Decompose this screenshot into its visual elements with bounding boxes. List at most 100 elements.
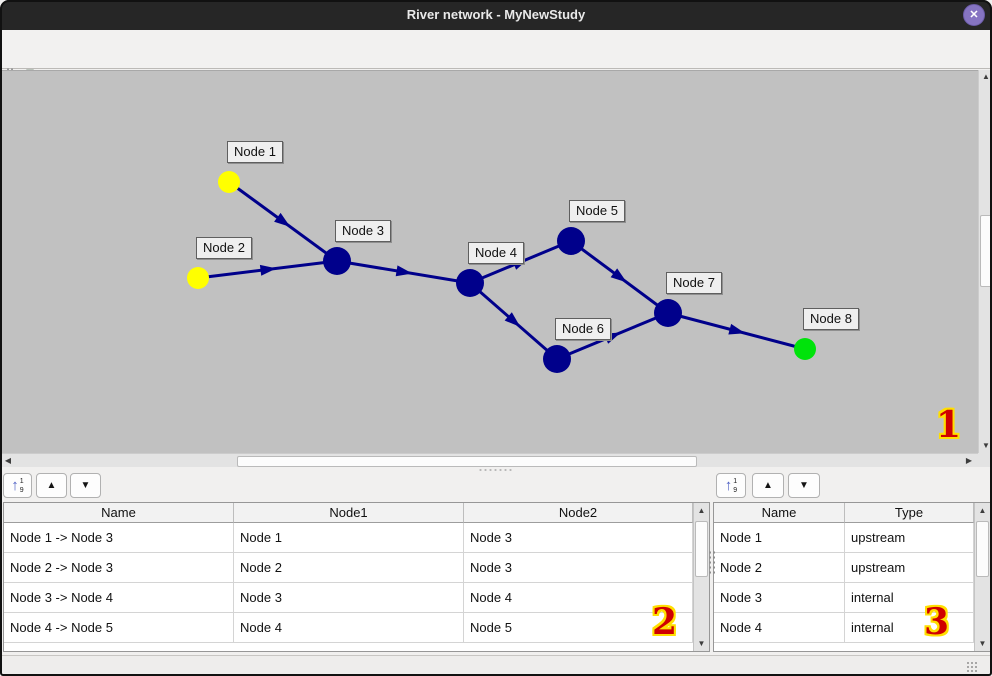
main-toolbar: [0, 30, 992, 93]
triangle-up-icon: ▲: [763, 479, 773, 491]
flow-direction-arrow-icon: [610, 268, 627, 283]
flow-direction-arrow-icon: [259, 264, 277, 276]
node-node-5[interactable]: [557, 227, 585, 255]
scroll-down-button[interactable]: ▼: [978, 639, 987, 648]
nodes-table-vscrollbar[interactable]: ▲ ▼: [974, 503, 990, 651]
column-header[interactable]: Node2: [464, 503, 693, 523]
vscroll-thumb[interactable]: [695, 521, 708, 577]
node-node-6[interactable]: [543, 345, 571, 373]
node-node-7[interactable]: [654, 299, 682, 327]
column-header[interactable]: Type: [845, 503, 974, 523]
table-cell[interactable]: upstream: [845, 523, 974, 553]
scrollbar-corner: [978, 453, 992, 467]
scroll-up-button[interactable]: ▲: [978, 506, 987, 515]
scroll-down-button[interactable]: ▼: [982, 441, 990, 450]
node-label: Node 7: [666, 272, 722, 294]
table-cell[interactable]: Node 3: [714, 583, 845, 613]
table-cell[interactable]: Node 1: [714, 523, 845, 553]
flow-direction-arrow-icon: [728, 323, 746, 335]
table-cell[interactable]: Node 2 -> Node 3: [4, 553, 234, 583]
table-cell[interactable]: Node 3: [464, 553, 693, 583]
nodes-move-down-button[interactable]: ▼: [788, 473, 820, 498]
table-cell[interactable]: Node 4: [234, 613, 464, 643]
table-cell[interactable]: Node 3: [234, 583, 464, 613]
scroll-right-button[interactable]: ▶: [965, 456, 973, 465]
node-label: Node 3: [335, 220, 391, 242]
vertical-splitter[interactable]: [708, 550, 715, 576]
vscroll-thumb[interactable]: [976, 521, 989, 577]
table-cell[interactable]: upstream: [845, 553, 974, 583]
table-cell[interactable]: Node 5: [464, 613, 693, 643]
triangle-down-icon: ▼: [799, 479, 809, 491]
table-cell[interactable]: Node 1: [234, 523, 464, 553]
hscroll-thumb[interactable]: [237, 456, 697, 467]
node-node-3[interactable]: [323, 247, 351, 275]
node-node-2[interactable]: [187, 267, 209, 289]
branches-table-vscrollbar[interactable]: ▲ ▼: [693, 503, 709, 651]
window-title: River network - MyNewStudy: [406, 7, 586, 22]
scroll-up-button[interactable]: ▲: [697, 506, 706, 515]
flow-direction-arrow-icon: [395, 265, 413, 277]
node-node-8[interactable]: [794, 338, 816, 360]
resize-grip[interactable]: [966, 661, 978, 672]
table-cell[interactable]: Node 1 -> Node 3: [4, 523, 234, 553]
node-label: Node 1: [227, 141, 283, 163]
column-header[interactable]: Name: [714, 503, 845, 523]
node-node-1[interactable]: [218, 171, 240, 193]
canvas-vscrollbar[interactable]: ▲ ▼: [978, 70, 992, 453]
table-cell[interactable]: Node 4 -> Node 5: [4, 613, 234, 643]
triangle-up-icon: ▲: [46, 479, 57, 491]
node-label: Node 5: [569, 200, 625, 222]
branches-move-up-button[interactable]: ▲: [36, 473, 67, 498]
horizontal-splitter[interactable]: [0, 467, 992, 472]
table-cell[interactable]: Node 4: [464, 583, 693, 613]
scroll-left-button[interactable]: ◀: [4, 456, 12, 465]
table-cell[interactable]: Node 3: [464, 523, 693, 553]
close-icon: ✕: [969, 9, 979, 21]
status-bar: [0, 655, 992, 674]
node-label: Node 6: [555, 318, 611, 340]
column-header[interactable]: Name: [4, 503, 234, 523]
title-bar: River network - MyNewStudy ✕: [0, 0, 992, 30]
table-cell[interactable]: internal: [845, 583, 974, 613]
nodes-move-up-button[interactable]: ▲: [752, 473, 784, 498]
table-cell[interactable]: Node 2: [234, 553, 464, 583]
node-label: Node 8: [803, 308, 859, 330]
network-svg: [197, 180, 806, 361]
flow-direction-arrow-icon: [274, 212, 291, 227]
scroll-up-button[interactable]: ▲: [982, 72, 990, 81]
splitter-handle-icon: [478, 468, 514, 472]
node-node-4[interactable]: [456, 269, 484, 297]
vscroll-thumb[interactable]: [980, 215, 992, 287]
flow-direction-arrow-icon: [504, 312, 521, 327]
triangle-down-icon: ▼: [80, 479, 91, 491]
table-cell[interactable]: Node 2: [714, 553, 845, 583]
table-cell[interactable]: Node 3 -> Node 4: [4, 583, 234, 613]
branches-move-down-button[interactable]: ▼: [70, 473, 101, 498]
close-button[interactable]: ✕: [963, 4, 985, 26]
table-cell[interactable]: Node 4: [714, 613, 845, 643]
node-label: Node 2: [196, 237, 252, 259]
canvas-hscrollbar[interactable]: ◀ ▶: [0, 453, 978, 467]
column-header[interactable]: Node1: [234, 503, 464, 523]
table-cell[interactable]: internal: [845, 613, 974, 643]
scroll-down-button[interactable]: ▼: [697, 639, 706, 648]
